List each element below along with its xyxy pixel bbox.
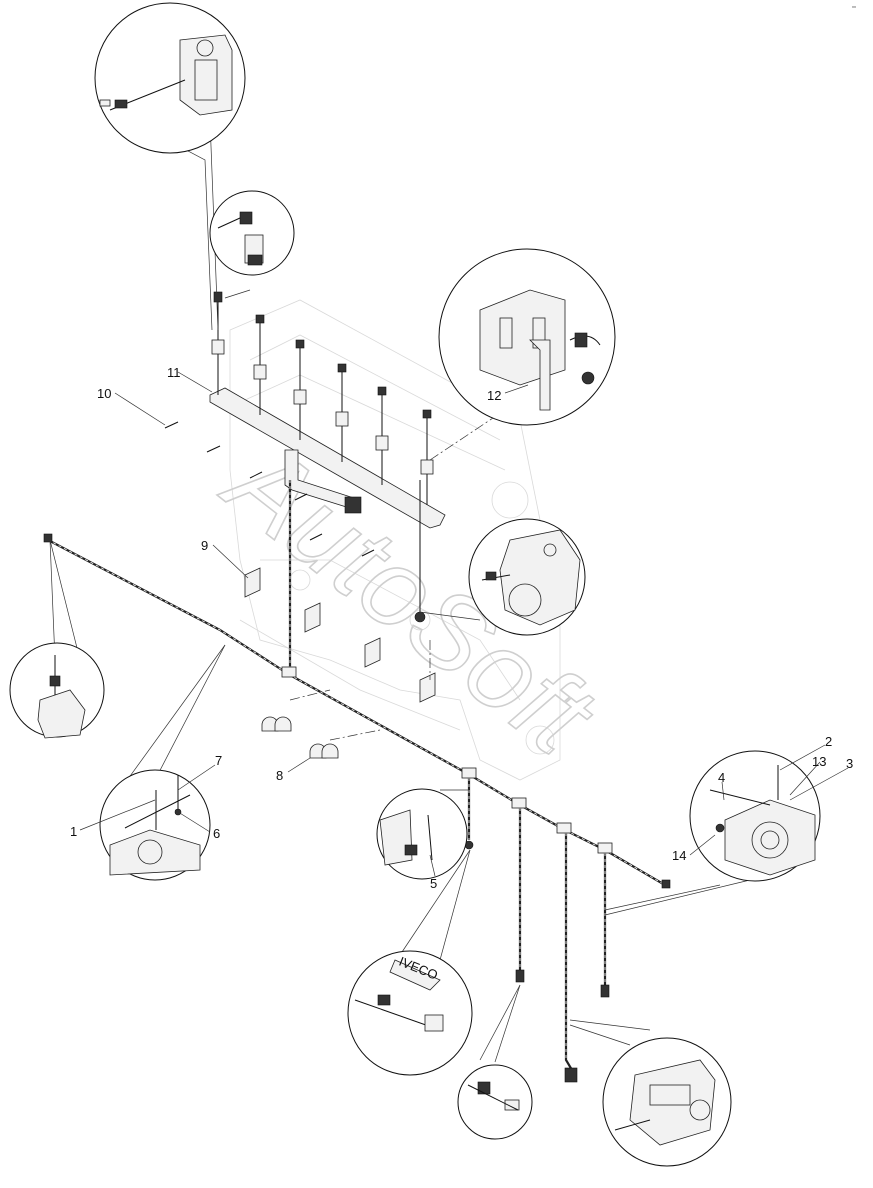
- clamps: [261, 716, 339, 759]
- rail-screws: [164, 421, 375, 557]
- corner-mark: xx: [852, 4, 856, 9]
- callout-13: 13: [812, 754, 826, 769]
- callout-11: 11: [167, 365, 181, 380]
- detail-circle-5: [376, 788, 468, 880]
- main-harness: [43, 533, 671, 1083]
- detail-circle-ecu: [438, 248, 616, 426]
- callout-10: 10: [97, 386, 111, 401]
- callout-6: 6: [213, 826, 220, 841]
- detail-circle-pump: [468, 518, 586, 636]
- callout-labels: 1 2 3 4 5 6 7 8 9 10 11 12 13 14: [70, 365, 853, 891]
- callout-5: 5: [430, 876, 437, 891]
- injector-harness: [209, 291, 446, 670]
- callout-4: 4: [718, 770, 725, 785]
- callout-1: 1: [70, 824, 77, 839]
- brackets: [244, 567, 436, 703]
- callout-14: 14: [672, 848, 686, 863]
- detail-circle-top: [94, 2, 246, 154]
- callout-9: 9: [201, 538, 208, 553]
- callout-8: 8: [276, 768, 283, 783]
- callout-leaders: [79, 371, 849, 877]
- detail-circle-injection-pump: [602, 1037, 732, 1167]
- callout-2: 2: [825, 734, 832, 749]
- detail-circle-bottom: [457, 1064, 533, 1140]
- detail-circle-throttle: [689, 750, 821, 882]
- callout-12: 12: [487, 388, 501, 403]
- detail-circle-left: [9, 642, 105, 739]
- callout-7: 7: [215, 753, 222, 768]
- detail-circle-flange: [99, 769, 211, 881]
- detail-circle-sensor: [209, 190, 295, 276]
- detail-circle-iveco: IVECO: [347, 950, 473, 1076]
- callout-3: 3: [846, 756, 853, 771]
